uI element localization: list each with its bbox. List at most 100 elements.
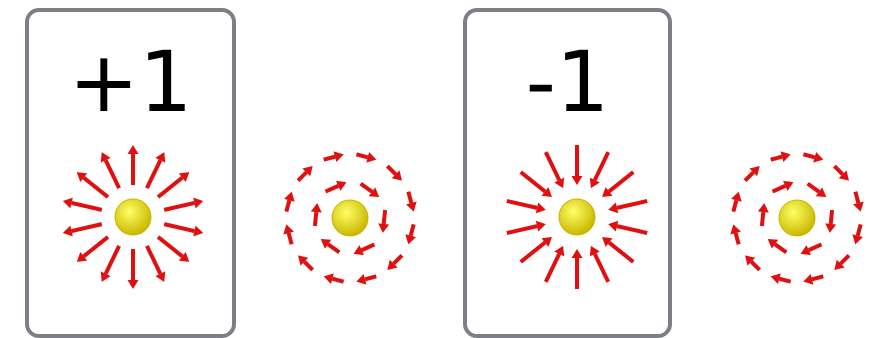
field-arrow-shaft [158, 237, 182, 256]
circulation-arrow-head [781, 151, 791, 162]
field-arrow-shaft [84, 178, 108, 197]
circulation-arrow-shaft [387, 166, 395, 174]
field-arrow-shaft [164, 203, 194, 210]
field-arrow-head [128, 145, 139, 154]
field-arrow-shaft [106, 160, 119, 188]
circulation-arrow-head [771, 273, 781, 284]
field-arrow-shaft [72, 224, 102, 231]
circulation-arrow-head [852, 234, 863, 244]
circulation-arrow-shaft [289, 233, 292, 244]
circulation-arrow-shaft [733, 200, 736, 211]
field-arrow-head [63, 198, 73, 209]
circulation-arrow-shaft [858, 224, 861, 235]
circulation-arrow-shaft [762, 212, 763, 226]
circulation-arrow-head [405, 234, 416, 244]
field-arrow-head [608, 203, 618, 214]
circulation-arrow-shaft [808, 184, 819, 192]
field-arrow-shaft [609, 243, 633, 262]
field-arrow-shaft [521, 172, 545, 191]
circulation-arrow-shaft [831, 210, 832, 224]
circulation-arrow-shaft [834, 166, 842, 174]
field-arrow-head [193, 198, 203, 209]
circulation-arrow-head [356, 274, 366, 285]
circulation-arrow-head [803, 274, 813, 285]
circulation-arrow-shaft [286, 200, 289, 211]
circular-field-arrows-icon [283, 151, 416, 284]
circulation-arrow-head [731, 192, 742, 202]
circulation-arrow-shaft [745, 172, 753, 180]
circulation-arrow-shaft [751, 262, 759, 270]
field-arrow-shaft [164, 224, 194, 231]
field-arrow-shaft [617, 226, 647, 233]
circulation-arrow-shaft [812, 276, 823, 279]
field-arrow-shaft [595, 152, 608, 180]
field-arrow-shaft [147, 160, 160, 188]
circulation-arrow-shaft [304, 262, 312, 270]
circulation-arrow-head [378, 223, 389, 233]
circulation-arrow-head [730, 224, 741, 234]
charge-sphere-icon [779, 200, 815, 236]
circulation-arrow-shaft [803, 154, 814, 157]
field-arrow-shaft [595, 254, 608, 282]
circulation-arrow-shaft [298, 172, 306, 180]
circulation-arrow-head [324, 273, 334, 284]
circulation-arrow-head [813, 152, 823, 163]
circulation-arrow-head [366, 152, 376, 163]
circulation-arrow-shaft [411, 224, 414, 235]
charge-sphere-icon [332, 200, 368, 236]
circulation-arrow-shaft [356, 154, 367, 157]
circulation-arrow-head [334, 151, 344, 162]
circulation-arrow-shaft [362, 244, 375, 250]
field-arrow-head [128, 280, 139, 289]
circulation-arrow-shaft [384, 210, 385, 224]
field-arrow-shaft [521, 243, 545, 262]
circulation-arrow-shaft [365, 276, 376, 279]
circulation-arrow-shaft [771, 157, 782, 160]
circulation-arrow-head [825, 223, 836, 233]
circulation-arrow-shaft [361, 184, 372, 192]
circulation-arrow-shaft [841, 255, 849, 263]
field-arrow-shaft [106, 246, 119, 274]
circulation-arrow-shaft [809, 244, 822, 250]
circulation-arrow-shaft [773, 186, 786, 192]
circulation-arrow-shaft [736, 233, 739, 244]
circulation-arrow-head [406, 202, 417, 212]
outward-field-arrows-icon [63, 145, 203, 289]
circulation-arrow-shaft [315, 212, 316, 226]
field-arrow-head [63, 226, 73, 237]
charge-sphere-icon [115, 199, 151, 235]
field-arrow-shaft [609, 172, 633, 191]
field-arrow-head [572, 249, 583, 258]
inward-field-arrows-icon [507, 145, 647, 289]
field-arrow-shaft [84, 237, 108, 256]
field-arrow-shaft [546, 254, 559, 282]
circulation-arrow-shaft [779, 279, 790, 282]
field-arrow-head [608, 221, 618, 232]
circulation-arrow-shaft [324, 157, 335, 160]
field-arrow-shaft [72, 203, 102, 210]
field-arrow-shaft [147, 246, 160, 274]
circulation-arrow-shaft [775, 244, 786, 252]
circulation-arrow-shaft [408, 192, 411, 203]
circulation-arrow-shaft [328, 244, 339, 252]
field-arrow-head [536, 221, 546, 232]
field-arrow-shaft [617, 201, 647, 208]
circular-field-arrows-icon [730, 151, 863, 284]
charge-sphere-icon [559, 199, 595, 235]
field-arrow-head [572, 176, 583, 185]
field-arrow-head [193, 226, 203, 237]
field-arrow-shaft [158, 178, 182, 197]
circulation-arrow-shaft [326, 186, 339, 192]
field-arrow-shaft [507, 226, 537, 233]
circulation-arrow-head [853, 202, 864, 212]
circulation-arrow-shaft [394, 255, 402, 263]
field-arrow-head [536, 203, 546, 214]
circulation-arrow-head [283, 224, 294, 234]
field-arrow-shaft [507, 201, 537, 208]
circulation-arrow-shaft [855, 192, 858, 203]
circulation-arrow-shaft [332, 279, 343, 282]
circulation-arrow-head [311, 203, 322, 213]
field-arrow-shaft [546, 152, 559, 180]
circulation-arrow-head [284, 192, 295, 202]
